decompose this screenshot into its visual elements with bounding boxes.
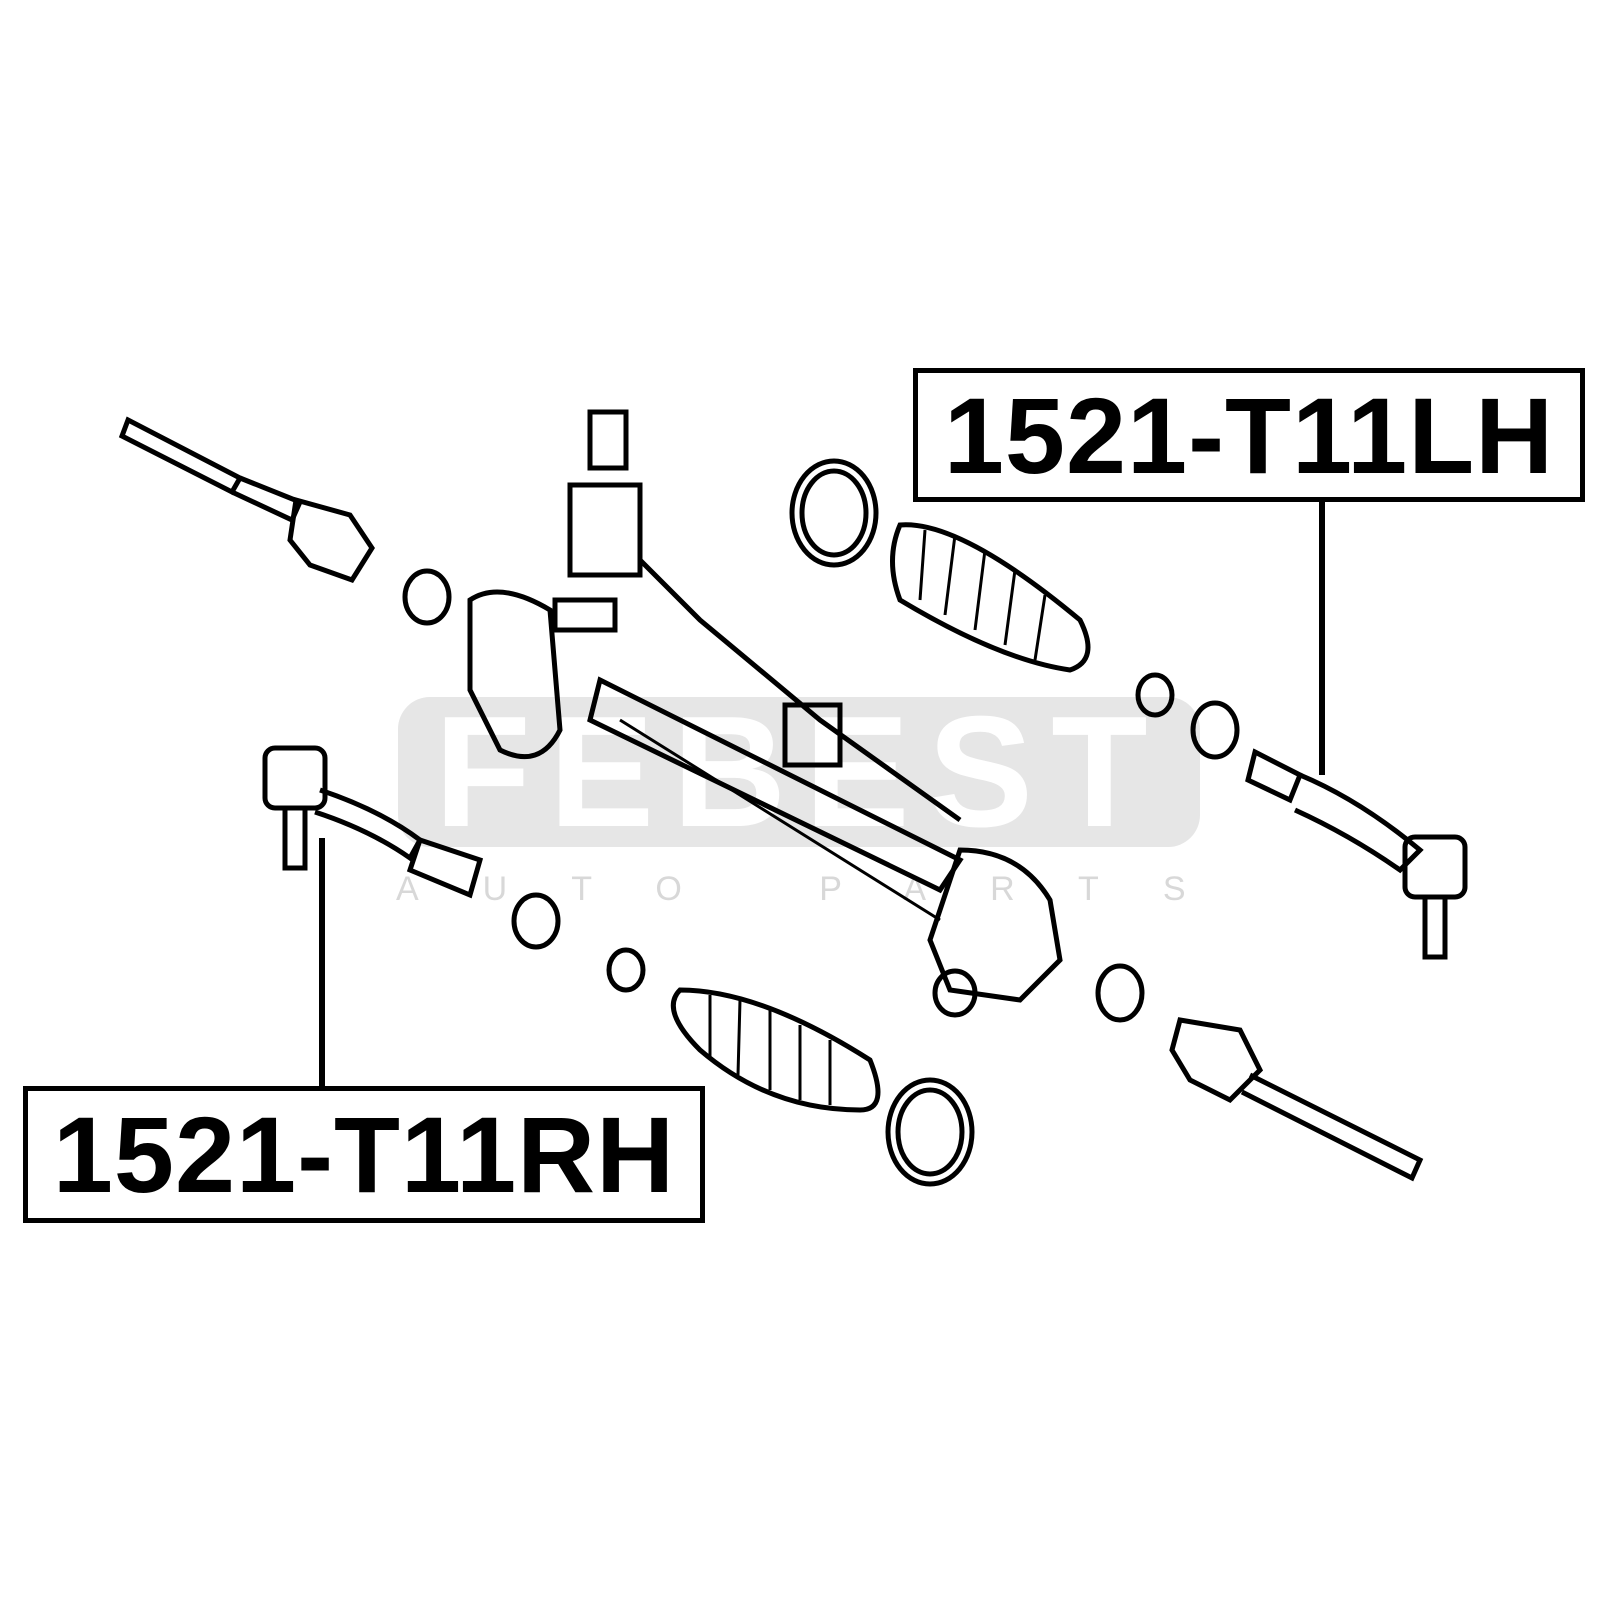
boot-clamp-upper — [789, 458, 879, 568]
nut-lower-right — [1095, 963, 1145, 1023]
watermark-subtitle: AUTO PARTS — [396, 870, 1250, 908]
part-label-rh: 1521-T11RH — [23, 1086, 705, 1223]
steering-rack — [467, 409, 1063, 1018]
tie-rod-end-lh — [1245, 748, 1468, 960]
boot-clamp-lower — [885, 1077, 975, 1187]
boot-clamp-upper-inner — [799, 468, 869, 558]
rack-boot-upper — [890, 522, 1091, 673]
nut — [402, 568, 452, 626]
part-label-lh: 1521-T11LH — [913, 368, 1585, 502]
rack-boot-lower — [670, 987, 881, 1113]
boot-clamp-lower-inner — [895, 1087, 965, 1177]
nut-upper-right — [1190, 700, 1240, 760]
clip-upper — [1135, 672, 1175, 718]
inner-tie-rod-upper — [118, 416, 375, 584]
inner-tie-rod-lower — [1169, 1017, 1424, 1182]
nut-lower-left — [511, 892, 561, 950]
tie-rod-end-rh — [262, 745, 484, 899]
clip-lower — [606, 947, 646, 993]
